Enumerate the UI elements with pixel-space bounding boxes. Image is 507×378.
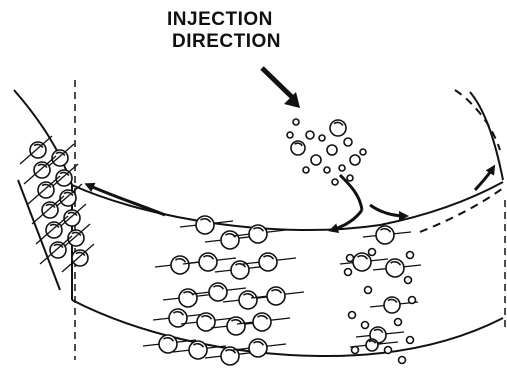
particle-injection (347, 175, 353, 181)
fiber-left-edge (32, 196, 64, 224)
flow-arrow-split-right (370, 205, 405, 216)
flow-arrows (88, 168, 493, 230)
particle-injection (360, 149, 366, 155)
mold-top-front-edge (72, 182, 503, 230)
particle-right-small (399, 357, 406, 364)
particle-injection (306, 131, 314, 139)
particle-right-small (407, 337, 414, 344)
particle-injection (327, 145, 337, 155)
particles-center-stack (143, 216, 304, 365)
particle-injection (303, 167, 309, 173)
mold-right-inner-lower (420, 188, 503, 232)
fiber-left-edge (24, 156, 56, 184)
particle-right-small (362, 322, 369, 329)
mold-bottom-front-edge (72, 300, 503, 356)
particle-right-small (369, 249, 376, 256)
particle-injection (319, 135, 325, 141)
fiber-left-edge (36, 216, 68, 244)
mold-back-right-edge (470, 92, 503, 180)
particle-right-small (347, 255, 354, 262)
fiber-left-edge (28, 176, 60, 204)
particle-right-small (395, 319, 402, 326)
particle-right-small (365, 287, 372, 294)
particle-injection (332, 179, 338, 185)
injection-arrow (262, 68, 300, 108)
fiber-left-edge (62, 244, 94, 272)
particle-right-small (352, 347, 359, 354)
fiber-left-edge (20, 136, 52, 164)
particle-right-small (385, 347, 392, 354)
flow-arrow-left (88, 185, 165, 215)
particle-right-small (409, 297, 416, 304)
particles-left-edge (20, 136, 94, 272)
flow-arrow-right-top (475, 168, 493, 190)
particle-injection (324, 167, 330, 173)
particle-injection (350, 155, 360, 165)
particle-right-small (405, 277, 412, 284)
particle-right-small (345, 269, 352, 276)
particles-right-stack (340, 226, 421, 364)
particle-right-small (407, 252, 414, 259)
particles-injection-zone (287, 119, 366, 185)
particle-injection (344, 138, 352, 146)
particle-injection (339, 165, 345, 171)
particle-injection (311, 155, 321, 165)
particle-right-small (349, 312, 356, 319)
particle-injection (287, 132, 293, 138)
particle-injection (293, 119, 299, 125)
